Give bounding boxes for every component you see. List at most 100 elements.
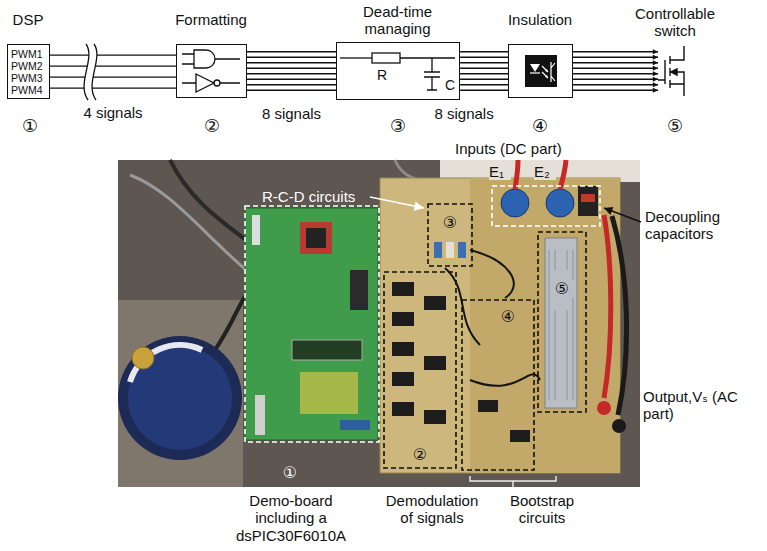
rc-network-symbol (400, 57, 455, 58)
prototype-photo (118, 336, 242, 460)
signal-wire (247, 79, 336, 80)
process-box: Formatting (176, 44, 247, 98)
rc-network-symbol (340, 53, 455, 90)
prototype-photo (128, 346, 232, 450)
block-title: Insulation (500, 11, 580, 28)
callout-number: ⑤ (550, 280, 574, 298)
callout-number: ④ (528, 116, 552, 137)
terminal-label: E₂ (534, 163, 556, 180)
dashed-outline (245, 186, 600, 470)
demo-board (252, 215, 260, 245)
signal-wire (460, 79, 508, 80)
prototype-photo (170, 160, 246, 240)
process-box: Dead-time managingRC (336, 42, 460, 100)
power-board (515, 160, 518, 189)
rc-network-symbol (372, 53, 400, 63)
mosfet-symbol (670, 46, 684, 96)
callout-number: ④ (496, 308, 520, 326)
bus-label: 8 signals (434, 105, 493, 122)
signal-wire (460, 57, 508, 58)
callout-number: ① (18, 116, 42, 137)
signal-wire (247, 62, 336, 63)
demo-board (300, 222, 332, 254)
power-board (434, 242, 442, 258)
power-board (470, 178, 620, 473)
block-title: Dead-time managing (348, 3, 448, 38)
leader-line (370, 197, 424, 208)
power-board (581, 194, 595, 202)
optocoupler-icon (545, 69, 548, 78)
signal-bus (247, 52, 336, 91)
mosfet-symbol (671, 69, 677, 75)
signal-wire (50, 54, 176, 55)
signal-wire (573, 73, 658, 74)
demo-board (255, 395, 265, 435)
signal-wire (573, 79, 658, 80)
dashed-outline (245, 206, 379, 442)
processor-box: DSPPWM1PWM2PWM3PWM4 (7, 44, 50, 99)
logic-gate-symbol (194, 50, 215, 68)
signal-wire (573, 51, 658, 52)
signal-bus (573, 52, 658, 91)
rc-network-symbol (340, 57, 372, 58)
power-board (470, 374, 540, 386)
power-board (478, 400, 498, 412)
dashed-outline (492, 186, 600, 226)
power-board (546, 189, 574, 217)
dashed-outline (428, 204, 472, 266)
signal-wire (50, 76, 176, 77)
signal-wire (247, 84, 336, 85)
signal-bus (50, 55, 176, 88)
power-board (424, 410, 446, 424)
dashed-outline (384, 272, 456, 468)
bus-label: 4 signals (83, 104, 142, 121)
optocoupler-icon (542, 66, 548, 78)
callout-number: ③ (386, 116, 410, 137)
annotation-label: Inputs (DC part) (455, 140, 585, 157)
callout-number: ② (200, 116, 224, 137)
demo-board (340, 420, 370, 430)
signal-wire (573, 68, 658, 69)
demo-board (306, 228, 326, 248)
demo-board (350, 270, 368, 310)
demo-board (245, 208, 378, 440)
cable-break-symbol (84, 44, 89, 100)
logic-gate-symbol (182, 50, 240, 92)
logic-gate-symbol (182, 54, 240, 64)
signal-name: PWM2 (11, 60, 43, 72)
callout-number: ② (408, 446, 432, 464)
signal-wire (460, 90, 508, 91)
signal-wire (460, 51, 508, 52)
cable-break-symbol (84, 44, 97, 100)
block-title: Controllable switch (625, 5, 725, 40)
logic-gate-symbol (214, 80, 220, 86)
optocoupler-icon (525, 55, 557, 87)
power-board (510, 430, 530, 442)
leader-line (370, 197, 641, 487)
dashed-outline (462, 300, 534, 470)
callout-number: ① (278, 464, 302, 482)
power-board (597, 401, 611, 415)
switch-node: Controllable switch (658, 45, 692, 97)
signal-wire (573, 57, 658, 58)
bus-label: 8 signals (262, 105, 321, 122)
prototype-photo (395, 160, 420, 180)
power-board (578, 186, 598, 216)
demo-board (300, 372, 358, 414)
optocoupler-icon (530, 72, 540, 73)
annotation-label: Demo-board including a dsPIC30F6010A (235, 492, 347, 544)
signal-wire (573, 84, 658, 85)
signal-wire (460, 62, 508, 63)
demo-board (292, 340, 362, 360)
annotation-label: Bootstrap circuits (500, 492, 584, 527)
power-board (470, 250, 514, 298)
power-board (392, 312, 414, 326)
power-board (604, 215, 611, 398)
annotation-label: Demodulation of signals (380, 492, 484, 527)
power-board (501, 189, 529, 217)
power-board (612, 216, 627, 415)
signal-wire (247, 51, 336, 52)
process-box: Insulation (508, 44, 573, 98)
annotation-label: Output,Vₛ (AC part) (643, 388, 743, 423)
